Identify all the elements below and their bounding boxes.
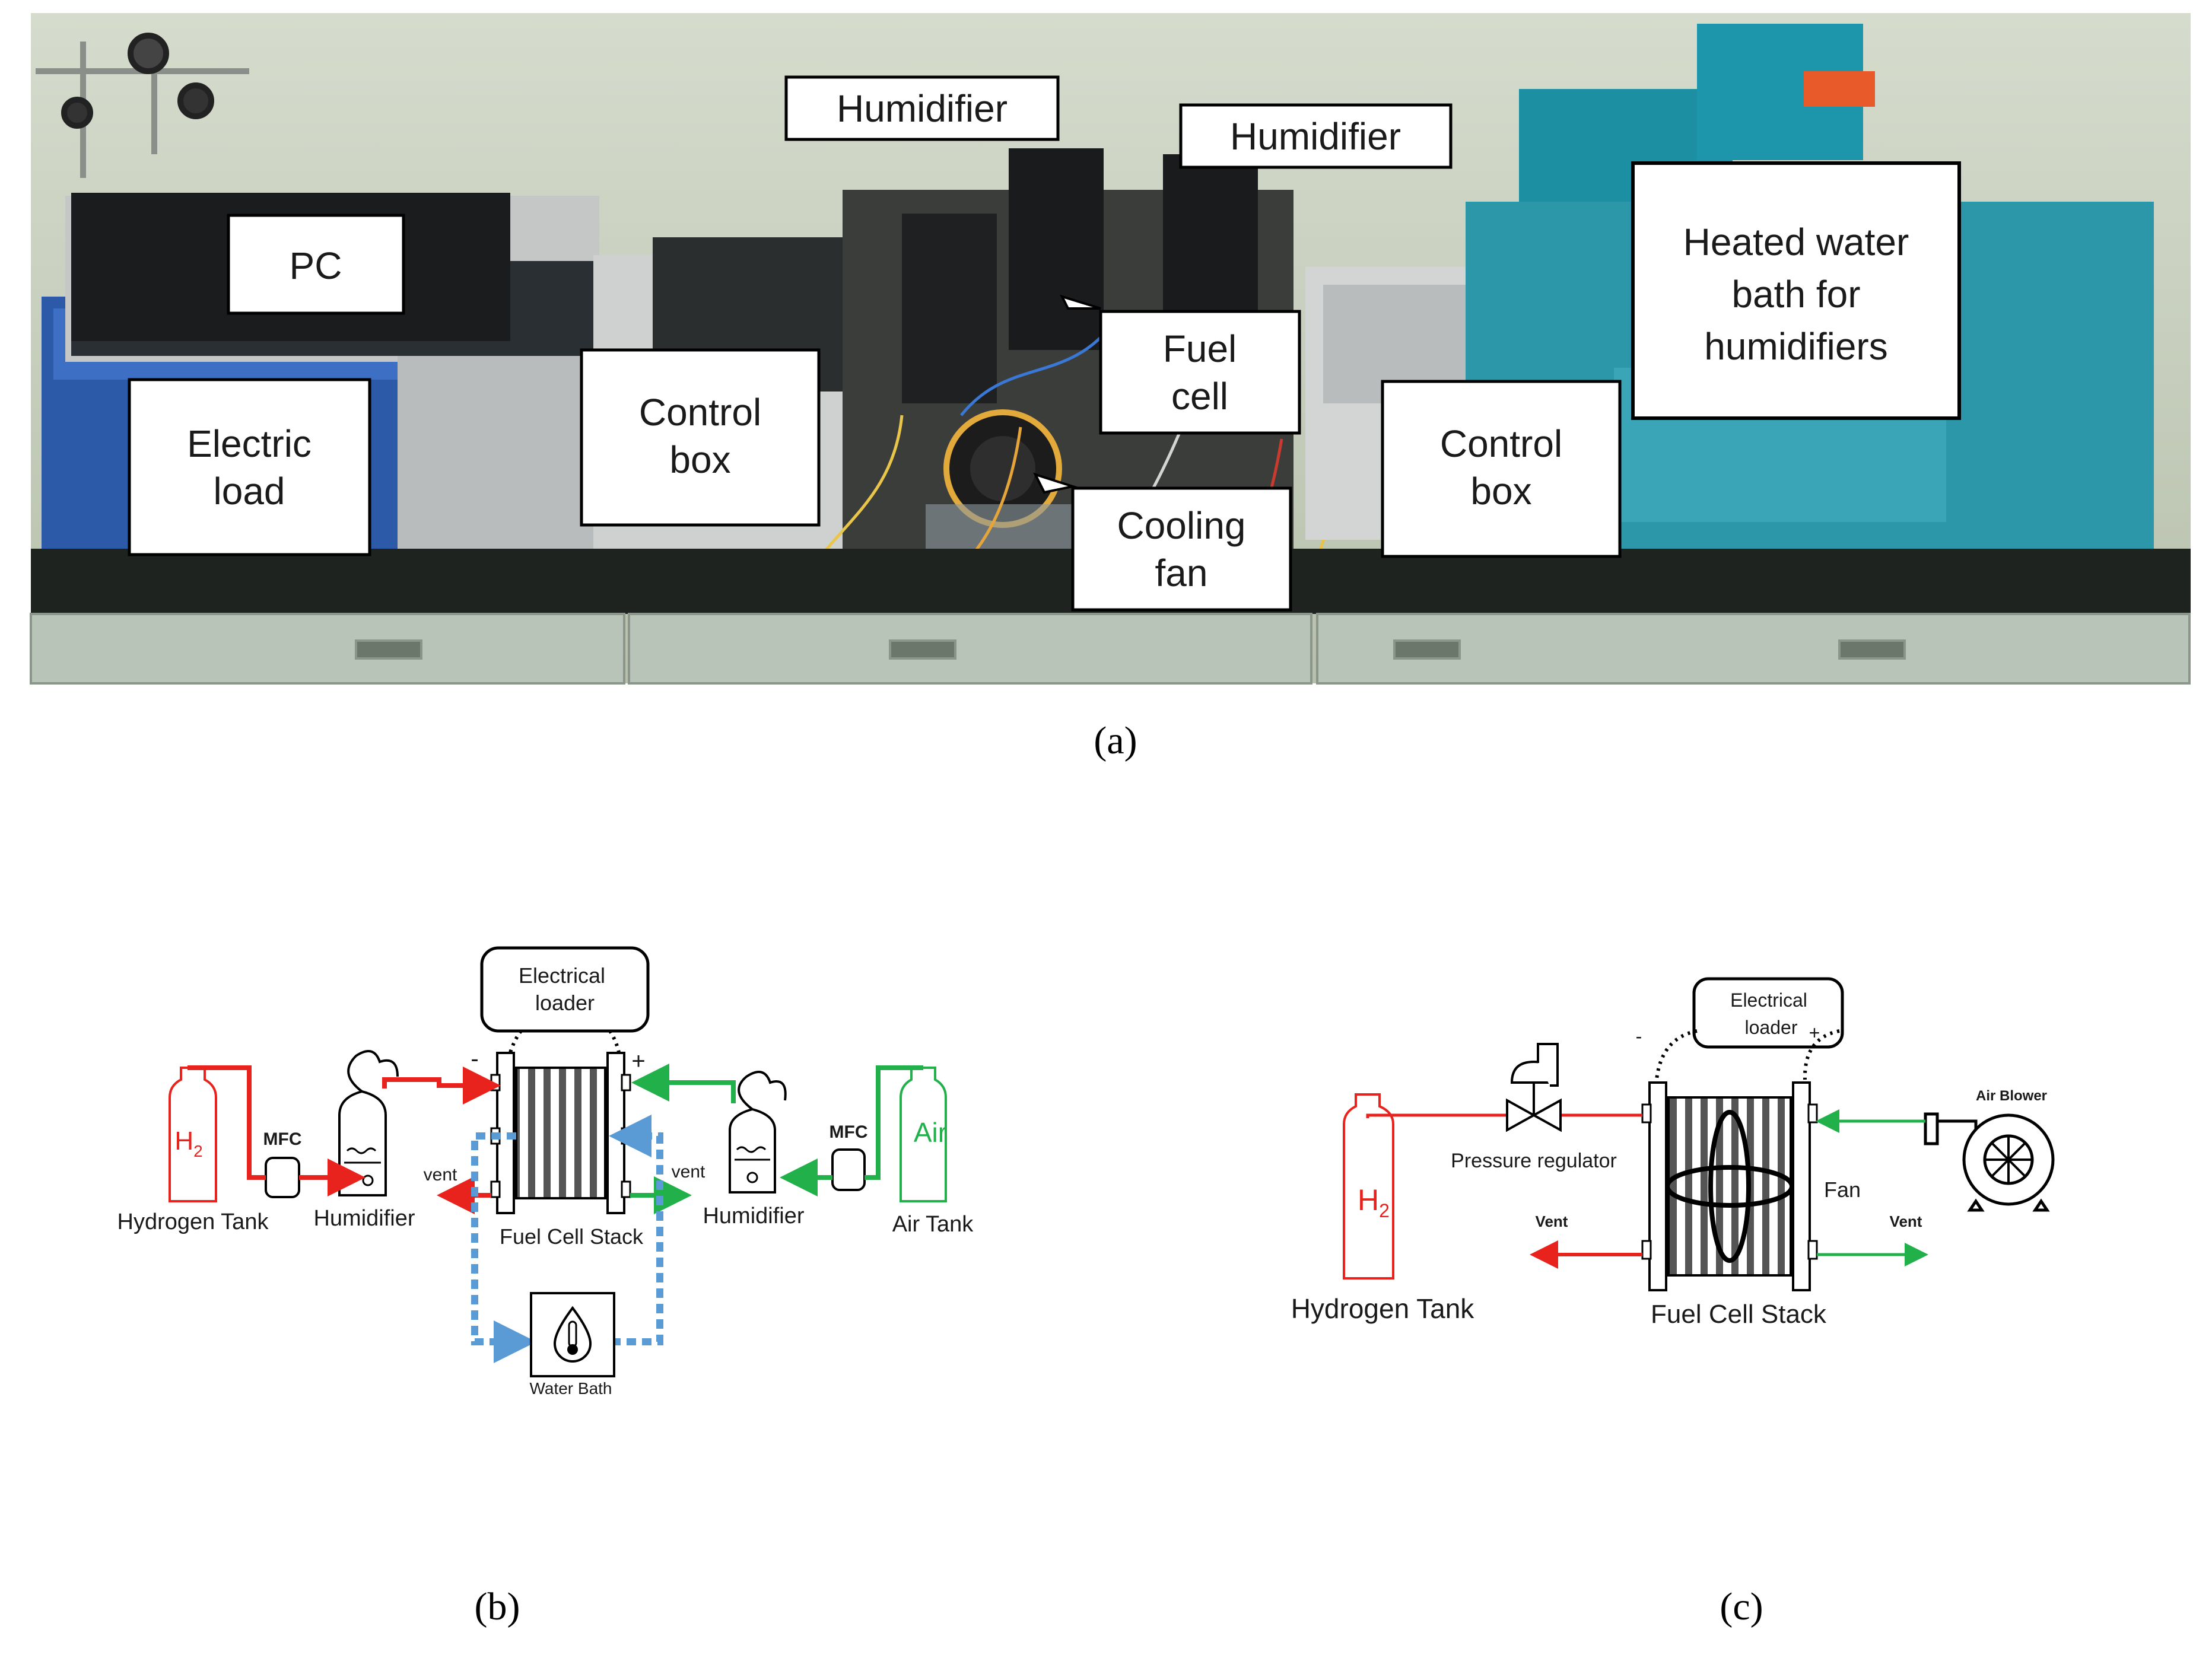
b-h2-line-1 xyxy=(187,1065,266,1180)
label-fuel-cell: Fuel cell xyxy=(1060,294,1301,435)
gas-fittings xyxy=(36,33,249,178)
c-plus: + xyxy=(1809,1022,1820,1043)
c-h2-text: H2 xyxy=(1358,1183,1390,1221)
c-pressure-regulator-icon xyxy=(1506,1043,1562,1132)
c-hydrogen-tank xyxy=(1343,1093,1394,1280)
c-h2-line xyxy=(1366,1113,1642,1118)
svg-text:PC: PC xyxy=(290,244,342,287)
b-water-bath-label: Water Bath xyxy=(529,1379,612,1398)
svg-text:Cooling: Cooling xyxy=(1117,504,1245,547)
b-minus: - xyxy=(471,1046,478,1072)
b-vent-left-label: vent xyxy=(424,1165,457,1185)
svg-text:box: box xyxy=(1470,470,1531,513)
caption-c: (c) xyxy=(1720,1585,1763,1628)
b-vent-right-label: vent xyxy=(672,1162,705,1182)
b-electrical-loader-box xyxy=(480,946,650,1033)
b-coolant-loop-left xyxy=(471,1132,536,1363)
b-mfc-left-label: MFC xyxy=(263,1129,302,1149)
c-hydrogen-tank-label: Hydrogen Tank xyxy=(1291,1293,1475,1324)
c-electrical-loader-text-1: Electrical xyxy=(1730,989,1807,1011)
b-air-tank-label: Air Tank xyxy=(892,1212,974,1237)
svg-text:Humidifier: Humidifier xyxy=(1230,115,1401,158)
b-hydrogen-tank xyxy=(169,1067,217,1202)
c-fuel-cell-stack-label: Fuel Cell Stack xyxy=(1651,1300,1827,1329)
b-fuel-cell-stack-label: Fuel Cell Stack xyxy=(500,1224,644,1249)
b-humidifier-right-label: Humidifier xyxy=(703,1204,804,1228)
label-cooling-fan: Cooling fan xyxy=(1033,472,1292,612)
b-mfc-left xyxy=(265,1157,300,1198)
svg-text:Heated water: Heated water xyxy=(1683,221,1909,263)
svg-text:cell: cell xyxy=(1171,375,1228,418)
svg-text:bath for: bath for xyxy=(1731,273,1860,316)
svg-text:fan: fan xyxy=(1155,552,1208,594)
panel-a-labels: PC Electric load Control box Humidifier … xyxy=(128,75,1961,612)
label-control-box-left: Control box xyxy=(580,348,821,527)
svg-text:load: load xyxy=(214,470,285,513)
b-h2-line-3 xyxy=(382,1067,501,1105)
label-control-box-right: Control box xyxy=(1381,380,1622,558)
b-humidifier-left-label: Humidifier xyxy=(313,1206,415,1231)
svg-text:Control: Control xyxy=(639,391,761,434)
svg-text:box: box xyxy=(669,438,730,481)
b-air-tank xyxy=(900,1067,947,1202)
c-fan-label: Fan xyxy=(1824,1177,1861,1202)
b-water-bath xyxy=(530,1292,615,1377)
b-h2-text: H2 xyxy=(174,1126,202,1160)
svg-text:humidifiers: humidifiers xyxy=(1704,325,1887,368)
c-air-blower-icon xyxy=(1924,1112,2055,1212)
c-minus: - xyxy=(1636,1026,1642,1047)
panel-b-diagram: Electrical loader - + Fuel Cell Stack H2… xyxy=(117,946,974,1398)
caption-a: (a) xyxy=(1094,719,1137,762)
thermometer-drop-icon xyxy=(553,1306,592,1363)
svg-text:Electric: Electric xyxy=(187,422,312,465)
svg-text:Humidifier: Humidifier xyxy=(837,87,1008,130)
c-vent-right-label: Vent xyxy=(1890,1212,1922,1230)
c-vent-left-label: Vent xyxy=(1536,1212,1568,1230)
c-pressure-regulator-label: Pressure regulator xyxy=(1451,1150,1617,1172)
b-coolant-loop-right xyxy=(609,1115,663,1345)
label-electric-load: Electric load xyxy=(128,378,371,556)
b-mfc-right xyxy=(831,1148,866,1191)
b-hydrogen-tank-label: Hydrogen Tank xyxy=(117,1210,269,1234)
fuel-cell-rig xyxy=(843,148,1293,617)
c-electrical-loader-box xyxy=(1692,977,1844,1049)
label-heated-water-bath: Heated water bath for humidifiers xyxy=(1631,161,1961,420)
b-electrical-loader-text-2: loader xyxy=(535,991,595,1015)
svg-text:Fuel: Fuel xyxy=(1163,327,1237,370)
b-air-line-1 xyxy=(865,1065,923,1180)
label-humidifier-left: Humidifier xyxy=(784,75,1060,141)
b-electrical-loader-text-1: Electrical xyxy=(519,963,605,988)
b-mfc-right-label: MFC xyxy=(830,1122,868,1142)
b-humidifier-right xyxy=(729,1071,787,1193)
label-humidifier-right: Humidifier xyxy=(1179,103,1453,169)
c-lead-plus xyxy=(1803,1029,1840,1080)
cabinets xyxy=(30,613,2191,685)
b-humidifier-left xyxy=(338,1050,399,1196)
panel-c-diagram: Electrical loader - + Fan Fuel Cell Stac… xyxy=(1291,977,2055,1329)
c-electrical-loader-text-2: loader xyxy=(1745,1017,1798,1038)
c-air-blower-label: Air Blower xyxy=(1976,1088,2047,1104)
svg-text:Control: Control xyxy=(1440,422,1562,465)
label-pc: PC xyxy=(227,214,405,315)
b-air-line-3 xyxy=(631,1064,736,1103)
caption-b: (b) xyxy=(475,1585,520,1628)
b-air-text: Air xyxy=(914,1117,947,1148)
c-fan-icon xyxy=(1665,1110,1794,1263)
b-plus: + xyxy=(631,1048,645,1074)
c-lead-minus xyxy=(1655,1029,1698,1080)
